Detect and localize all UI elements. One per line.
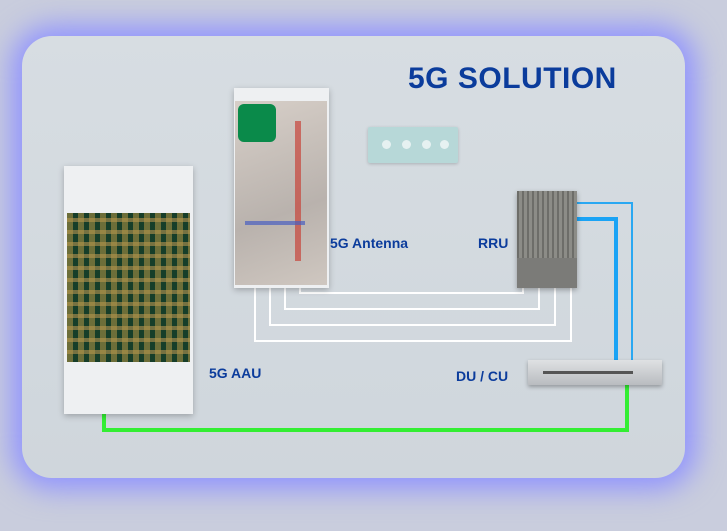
fiber-thin [577,202,633,360]
rf-cable-2 [284,288,540,310]
aau-board-image [67,213,190,362]
fiber-thick [577,217,618,360]
connector-plate [368,127,458,163]
rru-unit-image [517,191,577,288]
antenna-image [235,101,327,285]
rf-cable-3 [269,288,556,326]
rf-cables [254,288,572,342]
green-link [102,385,629,432]
du-cu-label: DU / CU [456,368,509,384]
aau-label: 5G AAU [209,365,262,381]
page-title: 5G SOLUTION [408,62,617,95]
du-cu-unit-image [528,360,662,385]
rru-label: RRU [478,235,509,251]
antenna-label: 5G Antenna [330,235,409,251]
rf-cable-4 [254,288,572,342]
rf-cable-1 [299,288,524,294]
